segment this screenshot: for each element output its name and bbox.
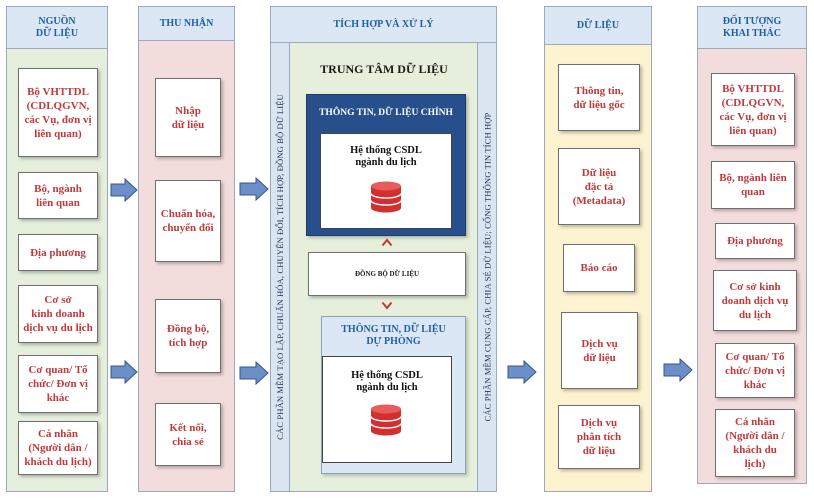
source-item: Địa phương: [18, 234, 98, 271]
sync-down-chevron-icon: [381, 301, 393, 310]
source-item: Cơ sở kinh doanh dịch vụ du lịch: [18, 285, 98, 343]
data-column-title: DỮ LIỆU: [545, 7, 651, 45]
database-icon: [370, 181, 402, 213]
intake-item: Chuẩn hóa, chuyển đổi: [155, 180, 221, 262]
data-item: Dữ liệu đặc tả (Metadata): [558, 148, 640, 225]
integration-column-title: TÍCH HỢP VÀ XỬ LÝ: [271, 7, 496, 43]
flow-arrow-icon: [239, 177, 269, 201]
primary-database-label: Hệ thống CSDL ngành du lịch: [350, 145, 422, 168]
consumer-item: Bộ, ngành liên quan: [711, 161, 795, 209]
sync-data-box: ĐỒNG BỘ DỮ LIỆU: [308, 252, 466, 296]
source-item: Bộ, ngành liên quan: [18, 172, 98, 219]
consumers-column-title: ĐỐI TƯỢNG KHAI THÁC: [698, 7, 806, 49]
source-item: Cơ quan/ Tổ chức/ Đơn vị khác: [18, 355, 98, 413]
data-item: Dịch vụ phân tích dữ liệu: [558, 405, 640, 469]
flow-arrow-icon: [110, 178, 138, 202]
flow-arrow-icon: [507, 360, 537, 384]
creation-software-vertical-label: CÁC PHẦN MỀM TẠO LẬP, CHUẨN HÓA, CHUYỂN …: [271, 43, 290, 491]
data-center-title: TRUNG TÂM DỮ LIỆU: [320, 62, 448, 76]
sync-up-chevron-icon: [381, 238, 393, 247]
backup-data-title: THÔNG TIN, DỮ LIỆU DỰ PHÒNG: [341, 324, 446, 347]
data-item: Dịch vụ dữ liệu: [561, 312, 638, 389]
flow-arrow-icon: [663, 358, 693, 382]
database-icon: [370, 404, 402, 436]
source-item: Cá nhân (Người dân / khách du lịch): [18, 421, 98, 475]
intake-item: Đồng bộ, tích hợp: [155, 299, 221, 373]
backup-database-label: Hệ thống CSDL ngành du lịch: [351, 370, 423, 393]
intake-item: Nhập dữ liệu: [155, 78, 221, 157]
consumer-item: Cơ quan/ Tổ chức/ Đơn vị khác: [715, 343, 795, 398]
consumer-item: Cơ sở kinh doanh dịch vụ du lịch: [713, 270, 797, 331]
data-item: Báo cáo: [563, 244, 635, 292]
intake-column-title: THU NHẬN: [139, 7, 234, 41]
data-item: Thông tin, dữ liệu gốc: [558, 64, 640, 131]
consumer-item: Cá nhân (Người dân / khách du lịch): [715, 409, 795, 477]
source-item: Bộ VHTTDL (CDLQGVN, các Vụ, đơn vị liên …: [18, 68, 98, 157]
consumer-item: Địa phương: [715, 223, 795, 259]
flow-arrow-icon: [110, 360, 138, 384]
flow-arrow-icon: [239, 361, 269, 385]
sources-column-title: NGUỒN DỮ LIỆU: [7, 7, 107, 49]
intake-item: Kết nối, chia sẻ: [155, 403, 221, 466]
primary-database-box: [320, 133, 452, 229]
provision-software-vertical-label: CÁC PHẦN MỀM CUNG CẤP, CHIA SẺ DỮ LIỆU; …: [477, 43, 496, 491]
primary-data-title: THÔNG TIN, DỮ LIỆU CHÍNH: [319, 108, 453, 118]
consumer-item: Bộ VHTTDL (CDLQGVN, các Vụ, đơn vị liên …: [711, 73, 795, 146]
